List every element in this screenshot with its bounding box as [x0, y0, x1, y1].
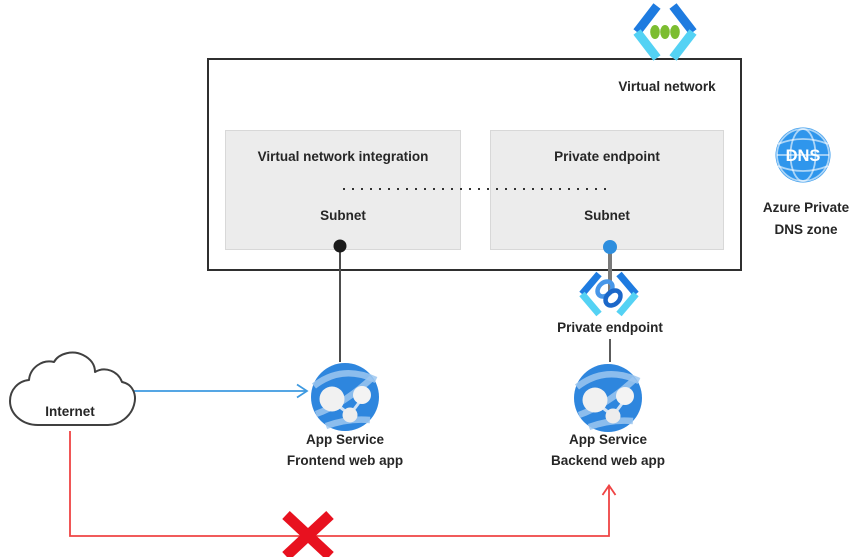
frontend-app-title: App Service — [305, 432, 385, 447]
virtual-network-icon — [633, 3, 697, 61]
dns-icon-text: DNS — [786, 147, 821, 165]
app-service-icon — [574, 364, 642, 432]
red-arrowhead-icon — [601, 483, 617, 496]
dns-zone-icon: DNS — [775, 127, 831, 183]
chain-link-icon — [595, 279, 623, 308]
internet-label: Internet — [45, 404, 95, 419]
subnet-integration-label: Subnet — [320, 208, 366, 223]
private-endpoint-icon — [579, 271, 639, 317]
dns-zone-label: Azure Private DNS zone — [736, 197, 865, 241]
cloud-icon — [9, 351, 136, 426]
frontend-app-label: App Service Frontend web app — [270, 429, 420, 471]
subnet-integration-box: Virtual network integration Subnet — [225, 130, 461, 250]
blue-arrowhead-icon — [296, 383, 309, 399]
dns-zone-label-line1: Azure Private — [762, 200, 850, 215]
backend-app-title: App Service — [568, 432, 648, 447]
subnet-private-endpoint-box: Private endpoint Subnet — [490, 130, 724, 250]
subnet-private-endpoint-label: Subnet — [584, 208, 630, 223]
backend-app-label: App Service Backend web app — [533, 429, 683, 471]
dns-zone-label-line2: DNS zone — [774, 222, 838, 237]
virtual-network-label: Virtual network — [618, 79, 716, 94]
app-service-icon — [311, 363, 379, 431]
subnet-integration-title: Virtual network integration — [257, 149, 429, 164]
private-endpoint-label: Private endpoint — [557, 320, 663, 335]
blocked-x-icon — [282, 510, 334, 557]
backend-app-subtitle: Backend web app — [550, 453, 666, 468]
frontend-app-subtitle: Frontend web app — [286, 453, 404, 468]
subnet-private-endpoint-title: Private endpoint — [554, 149, 660, 164]
